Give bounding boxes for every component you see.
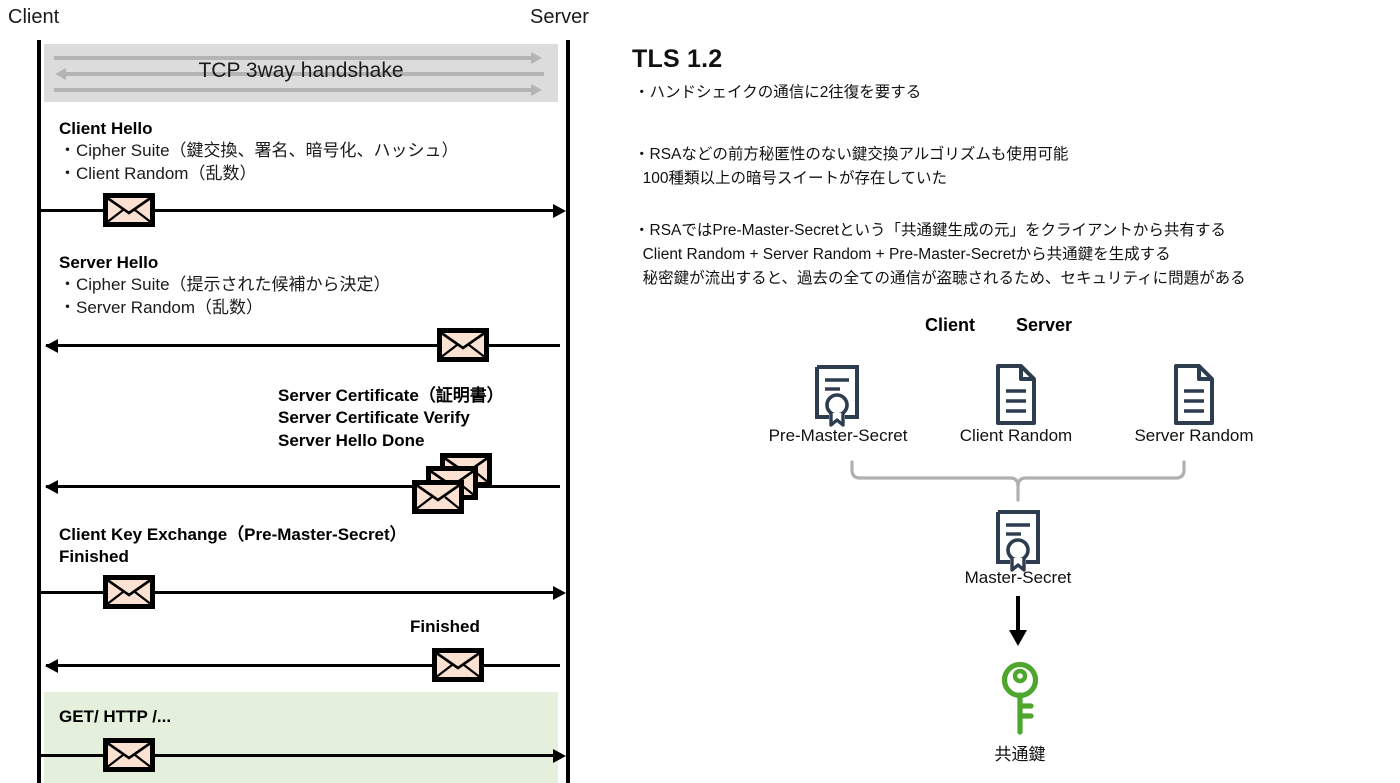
caption-shared-key: 共通鍵 [994, 745, 1046, 764]
step-http-get-title: GET/ HTTP /... [59, 707, 172, 726]
peer-label-client: Client [8, 6, 60, 28]
step-server-certificate-line-1: Server Hello Done [278, 430, 425, 450]
step-server-certificate-label: Server Certificate（証明書） Server Certifica… [278, 385, 504, 452]
arrow-server-finished [46, 664, 560, 667]
arrow-head-client-key-exchange [553, 586, 566, 600]
arrow-head-http-get [553, 749, 566, 763]
arrow-head-server-finished [45, 659, 58, 673]
server-lifeline [566, 40, 570, 783]
envelope-icon [103, 575, 155, 614]
step-server-certificate-title: Server Certificate（証明書） [278, 386, 504, 405]
combining-brace [848, 458, 1188, 507]
caption-master-secret: Master-Secret [964, 568, 1072, 587]
arrow-client-key-exchange [39, 591, 560, 594]
caption-server-random: Server Random [1134, 426, 1254, 445]
step-server-hello-label: Server Hello ・Cipher Suite（提示された候補から決定） … [59, 252, 391, 319]
envelope-icon [432, 648, 484, 687]
envelope-icon-stack [412, 452, 494, 523]
key-derivation-label-client: Client [925, 315, 976, 335]
step-server-finished-title: Finished [410, 617, 480, 636]
step-client-key-exchange-title: Client Key Exchange（Pre-Master-Secret） [59, 525, 407, 544]
document-icon [990, 363, 1042, 432]
arrow-http-get [39, 754, 560, 757]
step-client-hello-title: Client Hello [59, 119, 153, 138]
arrow-head-client-hello [553, 204, 566, 218]
step-client-hello-label: Client Hello ・Cipher Suite（鍵交換、署名、暗号化、ハッ… [59, 118, 459, 185]
key-icon [993, 660, 1047, 743]
envelope-icon [103, 738, 155, 777]
step-server-certificate-line-0: Server Certificate Verify [278, 408, 470, 428]
certificate-icon [990, 508, 1046, 577]
step-server-hello-line-1: ・Server Random（乱数） [59, 297, 264, 317]
certificate-icon [809, 363, 865, 432]
step-client-key-exchange-line-0: Finished [59, 547, 129, 567]
derivation-arrow [1003, 596, 1033, 653]
bullet-pre-master-secret: ・RSAではPre-Master-Secretという「共通鍵生成の元」をクライア… [634, 222, 1246, 288]
caption-client-random: Client Random [959, 426, 1073, 445]
key-derivation-label-server: Server [1016, 315, 1073, 335]
caption-pre-master-secret: Pre-Master-Secret [768, 426, 908, 445]
step-client-hello-line-0: ・Cipher Suite（鍵交換、署名、暗号化、ハッシュ） [59, 141, 459, 161]
bullet-roundtrips: ・ハンドシェイクの通信に2往復を要する [634, 84, 922, 101]
document-icon [1168, 363, 1220, 432]
client-lifeline [37, 40, 41, 783]
step-server-hello-line-0: ・Cipher Suite（提示された候補から決定） [59, 275, 391, 295]
arrow-server-hello [46, 344, 560, 347]
envelope-icon [103, 193, 155, 232]
arrow-client-hello [39, 209, 560, 212]
bullet-rsa-forward-secrecy: ・RSAなどの前方秘匿性のない鍵交換アルゴリズムも使用可能 100種類以上の暗号… [634, 146, 1069, 188]
envelope-icon [437, 328, 489, 367]
step-http-get-label: GET/ HTTP /... [59, 706, 171, 728]
tcp-handshake-band: TCP 3way handshake [44, 44, 558, 102]
step-server-finished-label: Finished [410, 616, 480, 638]
step-client-key-exchange-label: Client Key Exchange（Pre-Master-Secret） F… [59, 524, 407, 569]
tls-notes-panel: TLS 1.2 ・ハンドシェイクの通信に2往復を要する ・RSAなどの前方秘匿性… [620, 0, 1400, 783]
step-server-hello-title: Server Hello [59, 253, 159, 272]
step-client-hello-line-1: ・Client Random（乱数） [59, 163, 257, 183]
arrow-server-certificate [46, 485, 560, 488]
page-title: TLS 1.2 [632, 45, 723, 73]
sequence-diagram: Client Server TCP 3way handshake Client … [0, 0, 620, 783]
peer-label-server: Server [530, 6, 589, 28]
arrow-head-server-hello [45, 339, 58, 353]
arrow-head-server-certificate [45, 480, 58, 494]
tcp-handshake-title: TCP 3way handshake [198, 59, 404, 82]
